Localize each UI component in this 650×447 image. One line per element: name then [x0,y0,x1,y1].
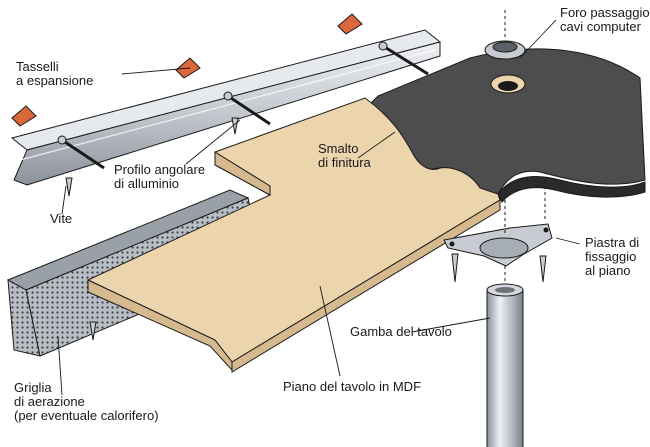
label-piastra-line3: al piano [585,263,631,278]
label-griglia-line3: (per eventuale calorifero) [14,408,159,423]
label-griglia: Griglia di aerazione (per eventuale calo… [14,381,159,423]
label-piano-text: Piano del tavolo in MDF [283,379,422,394]
label-gamba: Gamba del tavolo [350,325,452,339]
label-profilo-line1: Profilo angolare [114,162,206,177]
label-piastra-line2: fissaggio [585,249,637,264]
label-vite: Vite [50,212,72,226]
label-vite-text: Vite [50,211,73,226]
label-griglia-line2: di aerazione [14,394,85,409]
label-piastra-line1: Piastra di [585,235,640,250]
label-profilo: Profilo angolare di alluminio [114,163,205,191]
leader-lines [57,19,581,396]
table-leg [486,266,524,447]
label-tasselli: Tasselli a espansione [16,60,93,88]
label-foro: Foro passaggio cavi computer [560,6,650,34]
enamel-edge [497,176,646,203]
rail-screw [57,41,429,170]
mdf-desk-top [86,97,501,373]
label-smalto: Smalto di finitura [318,142,371,170]
label-smalto-line2: di finitura [318,155,371,170]
wood-screw [65,117,547,341]
label-smalto-line1: Smalto [318,141,359,156]
label-gamba-text: Gamba del tavolo [350,324,452,339]
label-foro-line1: Foro passaggio [560,5,650,20]
label-griglia-line1: Griglia [14,380,52,395]
label-profilo-line2: di alluminio [114,176,180,191]
label-tasselli-line1: Tasselli [16,59,59,74]
label-foro-line2: cavi computer [560,19,641,34]
label-piastra: Piastra di fissaggio al piano [585,236,639,278]
mounting-plate [443,180,553,267]
label-tasselli-line2: a espansione [16,73,94,88]
label-piano: Piano del tavolo in MDF [283,380,421,394]
cable-grommet [484,10,526,94]
